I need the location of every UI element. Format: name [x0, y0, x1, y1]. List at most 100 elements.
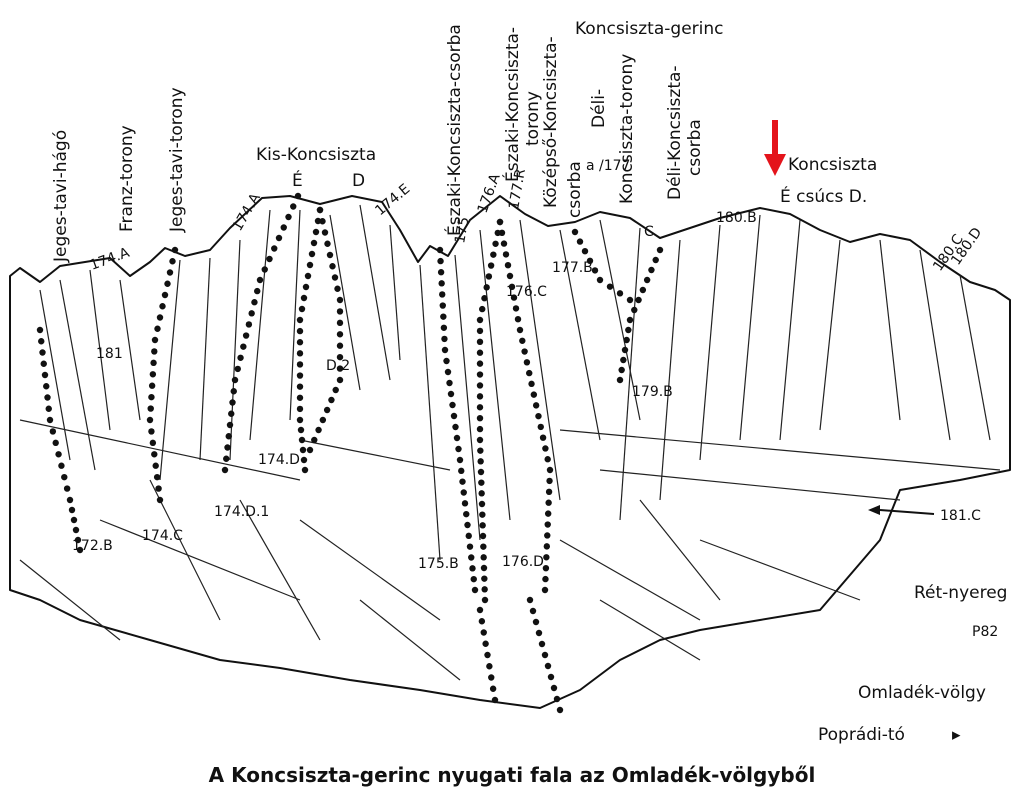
- route-dot: [542, 575, 549, 583]
- route-dot: [149, 371, 157, 378]
- route-dot: [530, 391, 538, 398]
- route-dot: [532, 402, 540, 409]
- route-dot: [476, 327, 484, 335]
- route-dot: [479, 522, 486, 529]
- route-dot: [245, 321, 253, 328]
- route-C: C: [644, 224, 654, 240]
- route-dot: [296, 339, 304, 346]
- route-dot: [526, 596, 534, 604]
- route-dot: [149, 439, 157, 447]
- route-dot: [74, 536, 82, 544]
- route-dot: [45, 405, 52, 412]
- route-dot: [298, 305, 306, 313]
- route-dot: [297, 426, 305, 434]
- route-a177: a /177: [586, 158, 630, 174]
- route-dot: [544, 521, 551, 528]
- route-dot: [166, 269, 174, 276]
- route-dot: [226, 421, 234, 429]
- route-dot: [152, 462, 159, 469]
- route-dot: [308, 250, 316, 258]
- label-jeges-tavi-hago: Jeges-tavi-hágó: [51, 130, 71, 263]
- route-175: 175: [452, 216, 472, 245]
- caption: A Koncsiszta-gerinc nyugati fala az Omla…: [209, 763, 816, 787]
- route-dot: [38, 338, 45, 345]
- route-dot: [298, 436, 306, 444]
- route-dot: [336, 353, 344, 361]
- route-dot: [436, 246, 444, 254]
- route-dot: [506, 272, 514, 280]
- route-dot: [328, 396, 335, 404]
- route-dot: [626, 296, 634, 304]
- route-dot: [545, 499, 552, 506]
- route-dot: [596, 276, 604, 284]
- label-kis-d: D: [352, 171, 365, 191]
- route-dot: [302, 283, 310, 291]
- route-dot: [329, 263, 336, 270]
- route-dot: [478, 500, 486, 508]
- route-dot: [151, 451, 158, 458]
- summit-marker-arrow: [764, 120, 786, 176]
- route-dot: [591, 267, 599, 274]
- route-dot: [481, 596, 489, 604]
- route-dot: [478, 479, 485, 486]
- route-174D: 174.D: [258, 452, 300, 468]
- route-180B: 180.B: [716, 210, 757, 226]
- route-dot: [171, 246, 179, 254]
- route-dot: [643, 276, 651, 284]
- route-181C-arrow: [868, 505, 935, 515]
- route-dot: [39, 349, 46, 356]
- route-dot: [618, 366, 625, 374]
- route-dot: [447, 390, 455, 398]
- route-dot: [556, 706, 564, 714]
- route-dot: [459, 478, 466, 485]
- route-dot: [480, 543, 487, 550]
- route-dot: [485, 273, 493, 280]
- label-koncsiszta-gerinc: Koncsiszta-gerinc: [575, 19, 723, 39]
- route-dot: [481, 586, 488, 593]
- route-dot: [581, 248, 589, 255]
- route-dot: [478, 618, 486, 625]
- route-dot: [652, 256, 659, 264]
- route-dot: [476, 414, 484, 422]
- label-eszaki-csorba: Északi-Koncsiszta-csorba: [443, 24, 465, 236]
- route-dot: [221, 466, 229, 474]
- route-dot: [290, 203, 297, 210]
- route-dot: [545, 488, 553, 496]
- route-dot: [55, 451, 62, 458]
- route-dot: [146, 416, 154, 424]
- route-dot: [443, 357, 450, 365]
- route-dot: [479, 532, 487, 540]
- route-dot: [498, 229, 506, 236]
- route-dot: [336, 342, 344, 349]
- route-dot: [315, 426, 322, 434]
- route-dot: [319, 218, 326, 225]
- route-dot: [161, 291, 169, 299]
- route-dot: [528, 380, 535, 388]
- route-dot: [49, 428, 57, 435]
- route-dot: [477, 447, 484, 454]
- route-dot: [234, 365, 241, 373]
- route-181C: 181.C: [940, 508, 981, 524]
- route-dot: [43, 383, 50, 390]
- route-dot: [336, 331, 344, 338]
- route-dot: [452, 423, 459, 431]
- route-dot: [543, 554, 550, 561]
- route-dot: [254, 287, 261, 295]
- rock-hatching: [19, 204, 1001, 681]
- route-dot: [61, 473, 68, 481]
- route-172B: 172.B: [72, 538, 113, 554]
- arrow-right-icon: ▸: [952, 725, 961, 745]
- route-dot: [458, 467, 465, 475]
- route-dot: [523, 359, 531, 366]
- route-dot: [546, 477, 553, 485]
- route-dot: [321, 229, 329, 236]
- route-dot: [456, 456, 464, 464]
- route-dot: [296, 327, 304, 335]
- route-dot: [521, 348, 528, 355]
- route-dot: [336, 308, 344, 315]
- route-dot: [482, 640, 489, 647]
- label-deli-csorba-b: csorba: [685, 119, 705, 176]
- route-dot: [299, 446, 307, 454]
- route-dot: [476, 338, 484, 346]
- route-dot: [620, 356, 627, 364]
